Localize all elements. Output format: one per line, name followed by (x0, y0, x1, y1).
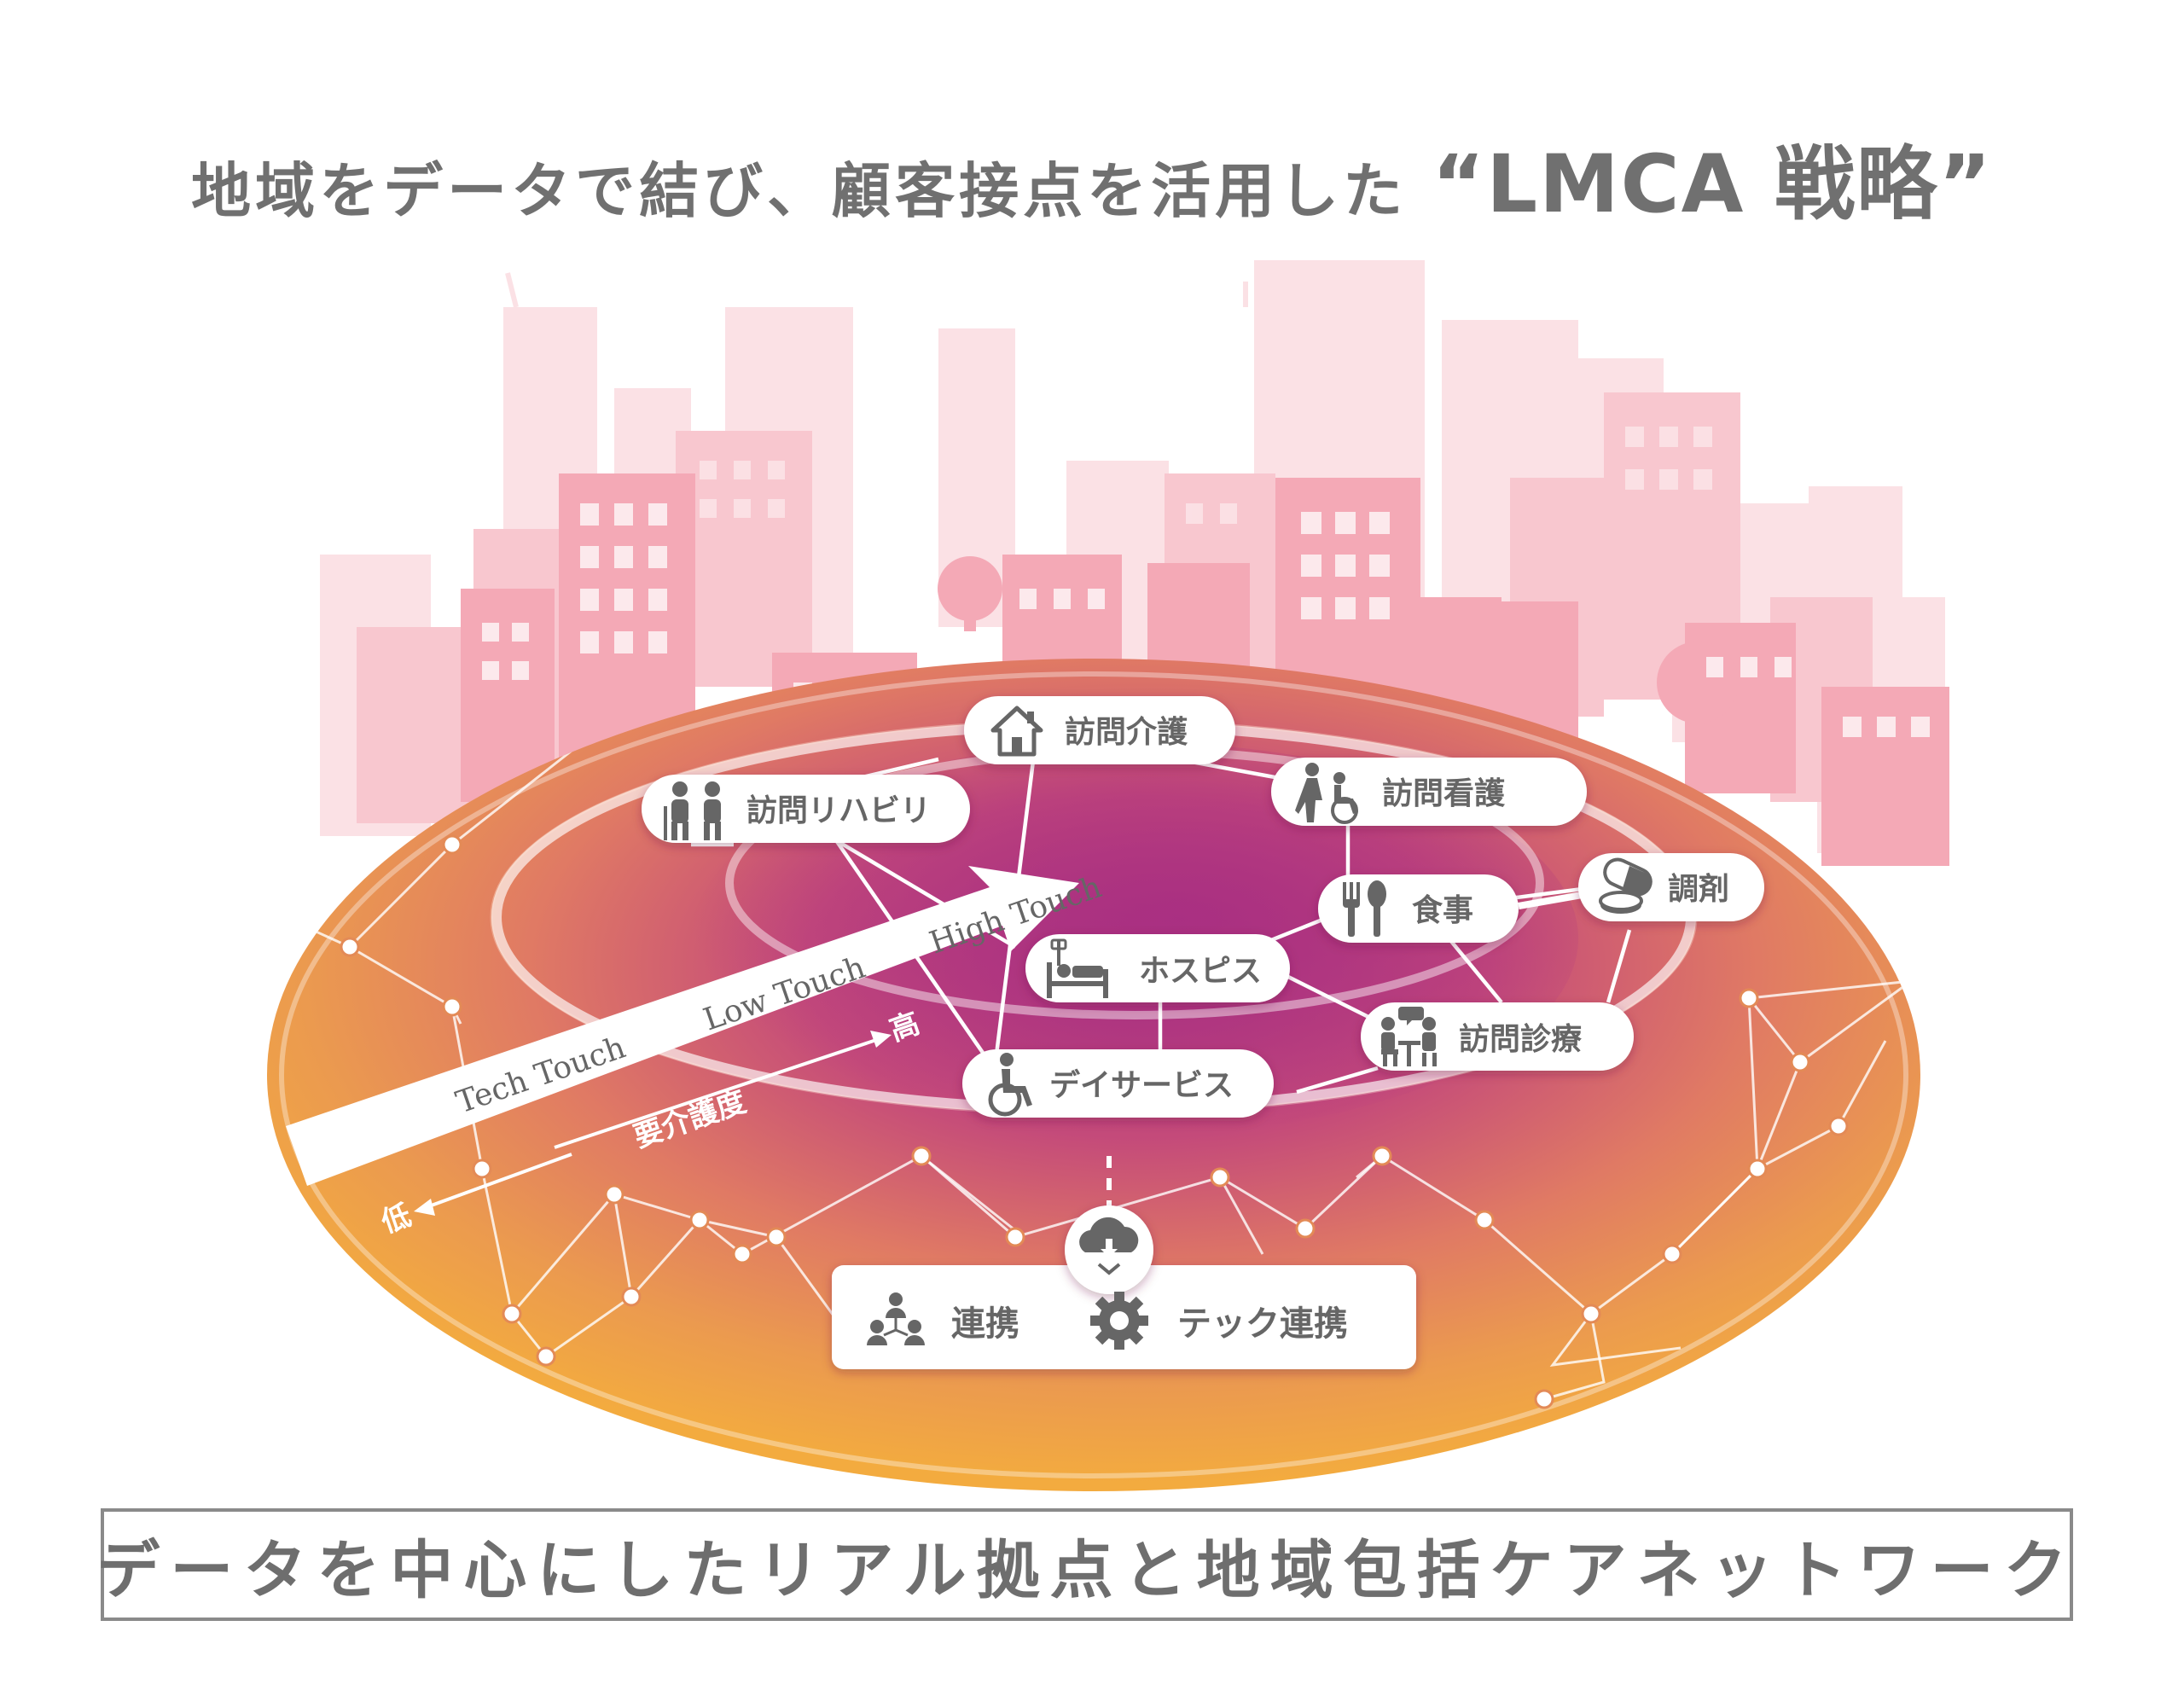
page-title: 地域をデータで結び、顧客接点を活用した “LMCA 戦略” (0, 119, 2184, 235)
node-homon-shinryo-label: 訪問診療 (1459, 1022, 1582, 1057)
node-chozai-label: 調剤 (1668, 872, 1729, 907)
wheelchair-icon (988, 1053, 1032, 1117)
renkei-label: 連携 (951, 1304, 1019, 1344)
title-main: 地域をデータで結び、顧客接点を活用した (191, 156, 1408, 226)
node-homon-kango (1271, 758, 1587, 826)
node-shokuji-label: 食事 (1412, 893, 1473, 928)
title-highlight: “LMCA 戦略” (1432, 138, 1993, 231)
node-homon-rihabiri-label: 訪問リハビリ (746, 793, 931, 828)
tech-renkei-label: テック連携 (1177, 1304, 1348, 1344)
elderly-couple-icon (664, 781, 721, 840)
hospital-bed-icon (1047, 938, 1108, 998)
caregiver-wheelchair-icon (1295, 763, 1358, 824)
node-hosupisu-label: ホスピス (1139, 954, 1262, 989)
cloud-download-icon (1065, 1205, 1153, 1294)
node-homon-rihabiri (642, 775, 970, 843)
node-dei-sabisu-label: デイサービス (1049, 1067, 1234, 1103)
subtitle-text: データを中心にしたリアル拠点と地域包括ケアネットワーク (96, 1533, 2077, 1607)
node-homon-kango-label: 訪問看護 (1382, 776, 1506, 811)
doctor-consult-icon (1381, 1007, 1437, 1066)
pills-icon (1599, 857, 1653, 914)
node-homon-kaigo-label: 訪問介護 (1065, 715, 1188, 750)
fork-spoon-icon (1343, 880, 1386, 937)
network-people-icon (867, 1292, 925, 1345)
house-icon (990, 706, 1043, 757)
subtitle-box: データを中心にしたリアル拠点と地域包括ケアネットワーク (96, 1508, 2073, 1621)
gear-icon (1090, 1292, 1148, 1350)
node-dei-sabisu (962, 1049, 1274, 1118)
